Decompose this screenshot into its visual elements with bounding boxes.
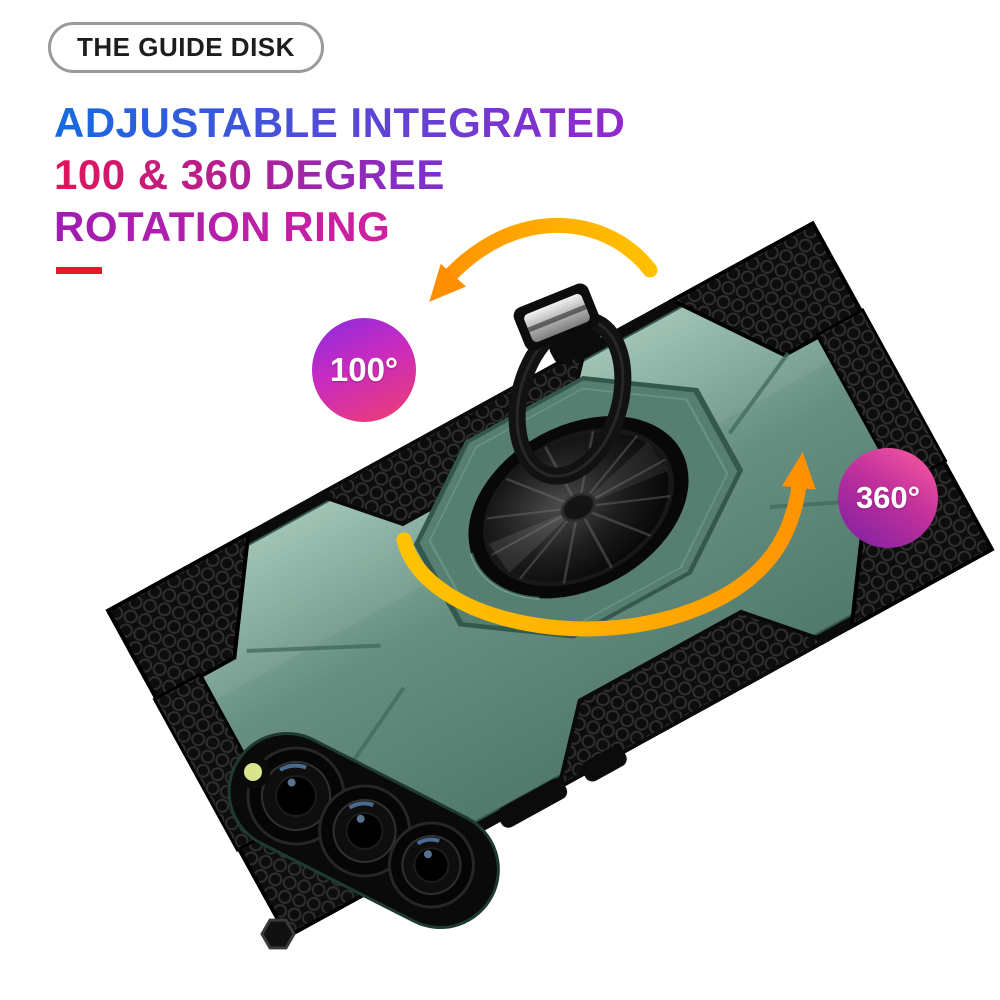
top-edge-button [549, 322, 602, 365]
camera-lens-3 [387, 821, 475, 909]
ring-kickstand [508, 283, 632, 485]
edge-bumper-bottom [555, 609, 831, 792]
accent-dash [56, 267, 102, 274]
callout-100-degree: 100° [312, 318, 416, 422]
guide-disk-badge: THE GUIDE DISK [48, 22, 324, 73]
headline-line-1: ADJUSTABLE INTEGRATED [54, 97, 625, 149]
headline: ADJUSTABLE INTEGRATED 100 & 360 DEGREE R… [54, 97, 625, 253]
callout-100-degree-label: 100° [329, 351, 399, 388]
headline-line-3: ROTATION RING [54, 201, 390, 253]
callout-360-degree: 360° [838, 448, 938, 548]
rotate-360-arrow-icon [396, 452, 816, 637]
camera-flash [236, 755, 270, 789]
headline-line-2: 100 & 360 DEGREE [54, 149, 445, 201]
disk-hub [560, 492, 597, 523]
rotate-tilt-arrow-icon [429, 218, 658, 302]
camera-lens-2 [318, 784, 412, 878]
ring-hinge-bracket [513, 283, 600, 351]
callout-360-degree-label: 360° [855, 480, 921, 515]
header: THE GUIDE DISK ADJUSTABLE INTEGRATED 100… [48, 22, 625, 274]
hex-bolt-detail [260, 918, 296, 950]
camera-module [227, 731, 500, 930]
guide-disk-badge-label: THE GUIDE DISK [77, 32, 295, 62]
corner-bumper-top-left [105, 529, 251, 703]
